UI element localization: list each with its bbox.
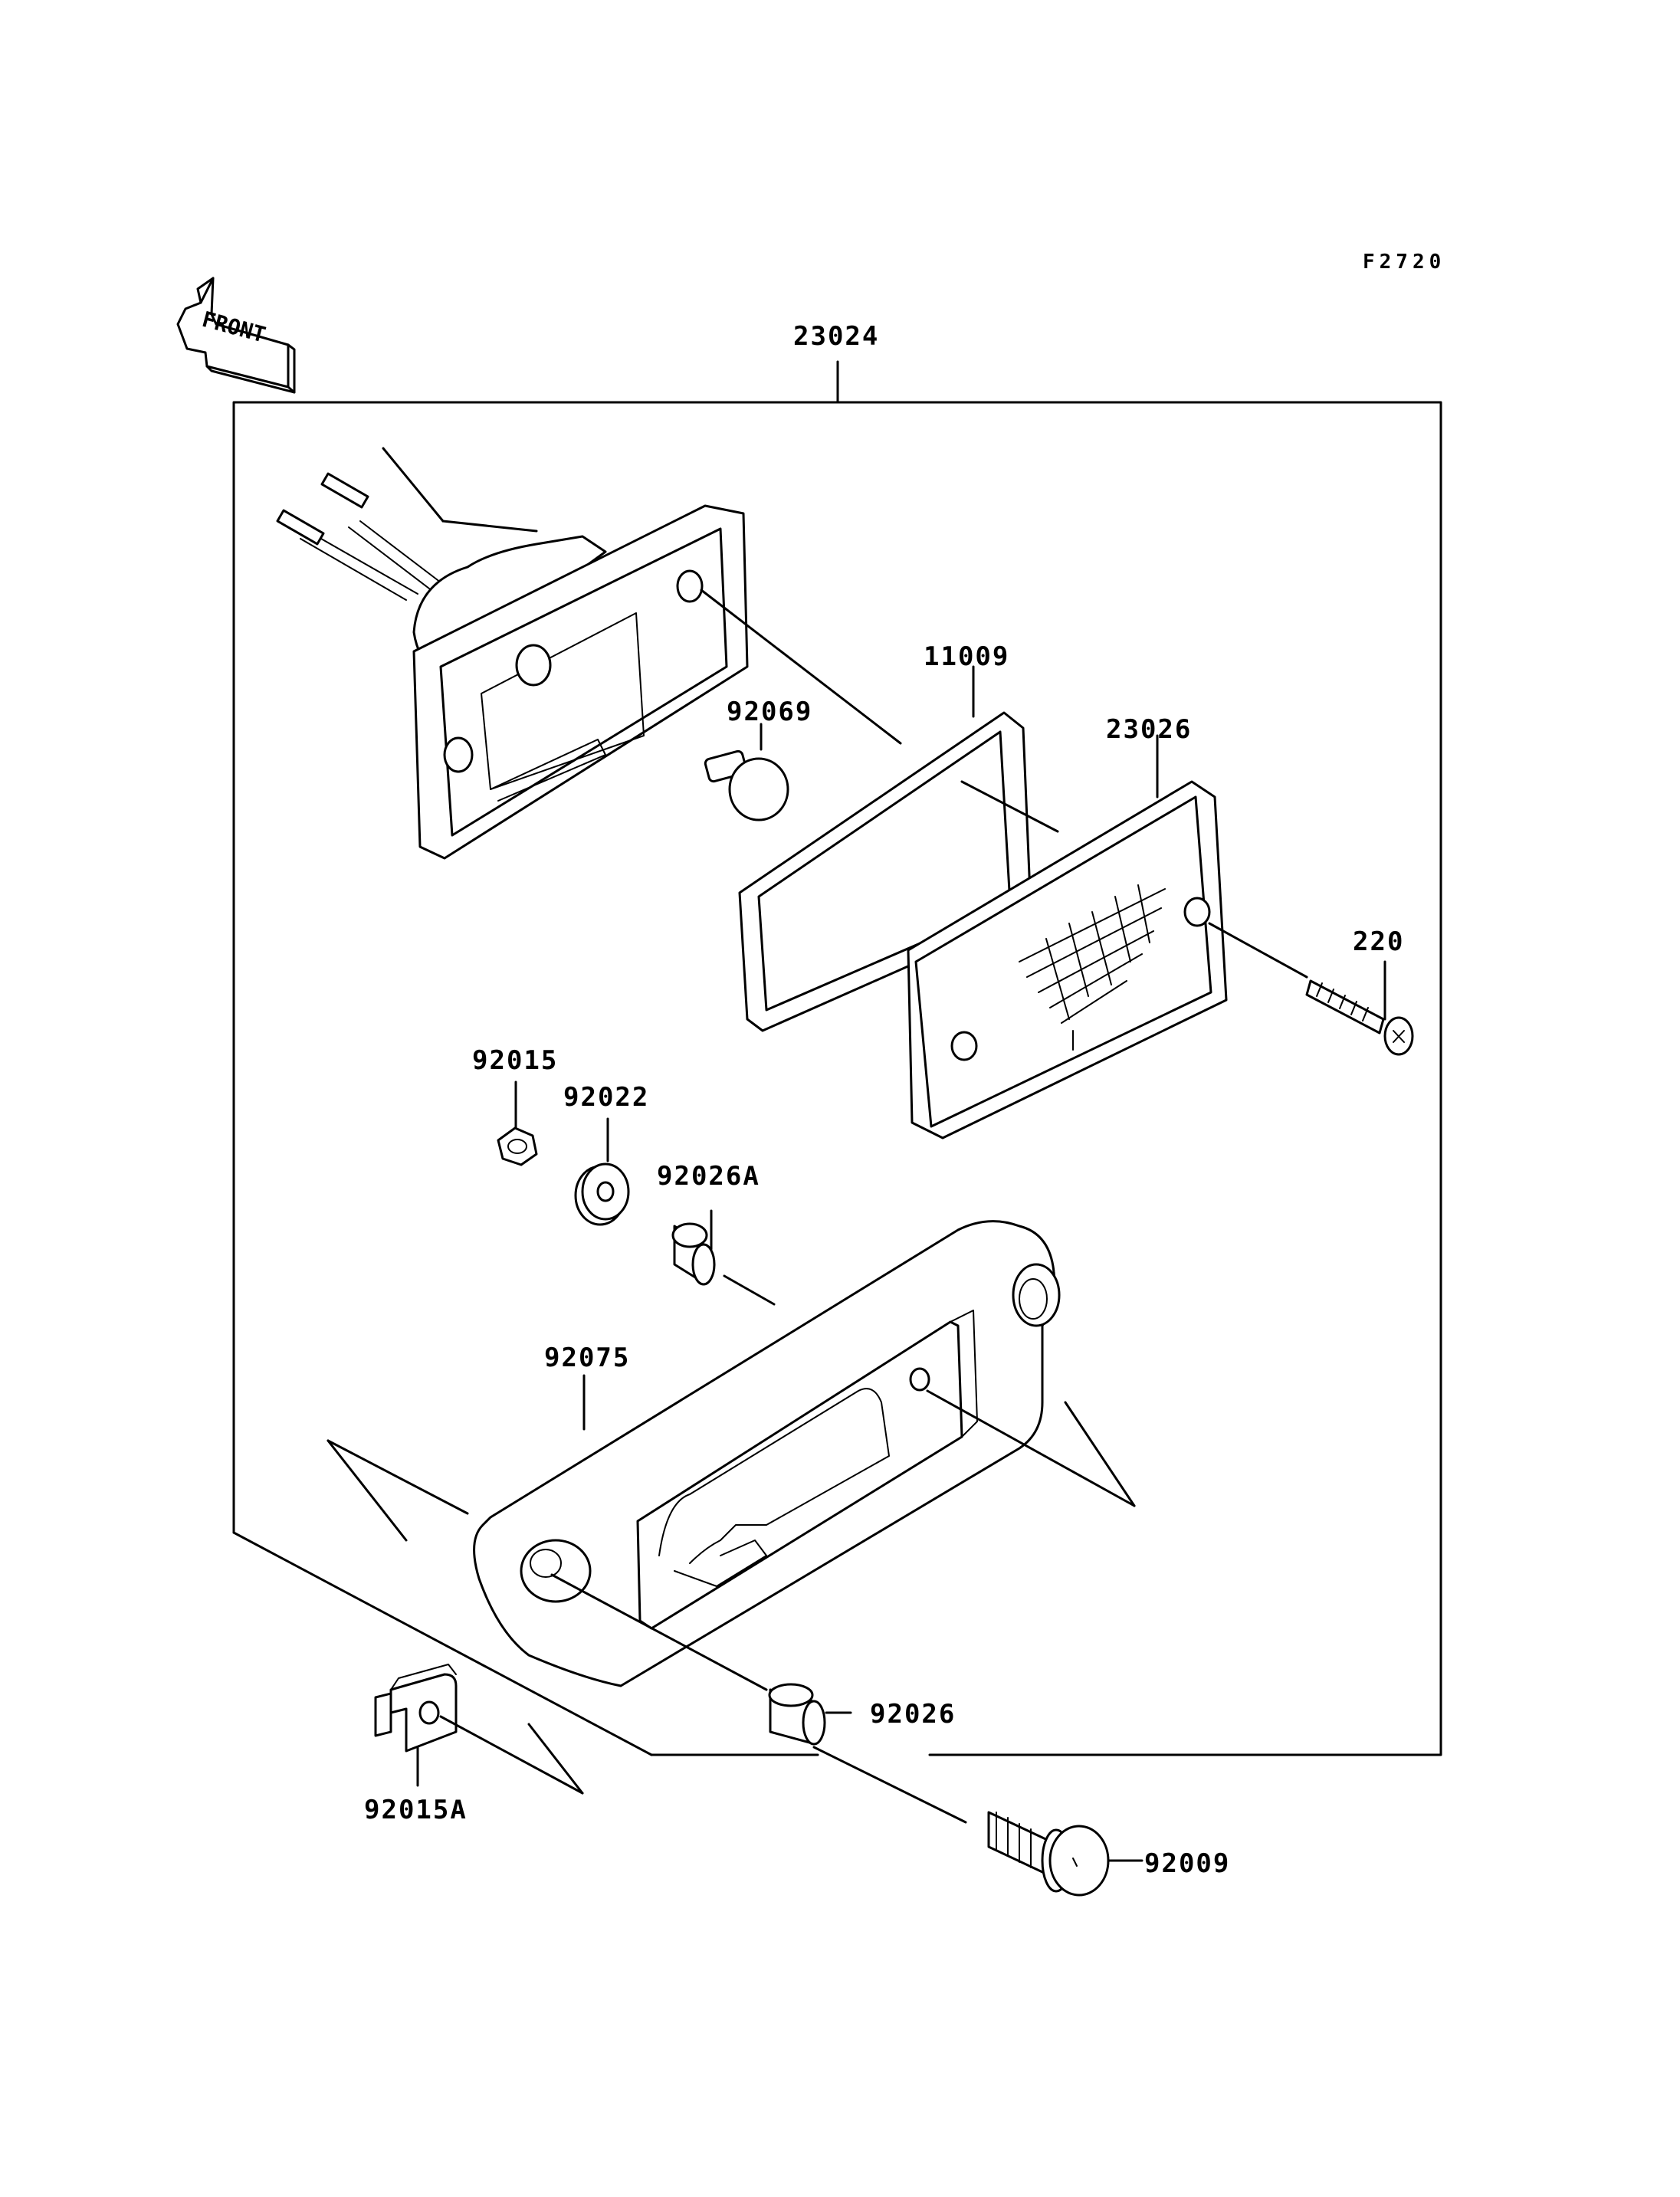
label-92015: 92015: [472, 1045, 558, 1076]
label-11009: 11009: [924, 641, 1009, 672]
clip-nut: [374, 1664, 584, 1795]
label-220: 220: [1353, 926, 1404, 957]
bulb: [704, 723, 789, 821]
label-92009: 92009: [1144, 1848, 1230, 1879]
label-92015A: 92015A: [364, 1795, 468, 1825]
label-92075: 92075: [544, 1343, 630, 1373]
assembly-bracket: [232, 360, 1442, 1756]
nut: [497, 1080, 538, 1166]
figure-code: F2720: [1363, 251, 1445, 274]
lens-screw: [1305, 960, 1414, 1056]
collar-a: [671, 1209, 776, 1306]
front-label: FRONT: [199, 307, 268, 348]
label-92069: 92069: [727, 697, 812, 727]
collar: [768, 1683, 967, 1824]
lamp-bracket: [326, 1220, 1136, 1691]
front-arrow-icon: FRONT: [176, 277, 296, 394]
lens: [907, 734, 1308, 1139]
lamp-housing: [276, 447, 902, 860]
label-92026A: 92026A: [657, 1161, 760, 1192]
label-23024: 23024: [793, 321, 879, 352]
label-92026: 92026: [870, 1699, 956, 1730]
bracket-bolt: [987, 1811, 1144, 1897]
label-92022: 92022: [563, 1082, 649, 1113]
washer: [574, 1117, 630, 1226]
label-23026: 23026: [1106, 714, 1192, 745]
